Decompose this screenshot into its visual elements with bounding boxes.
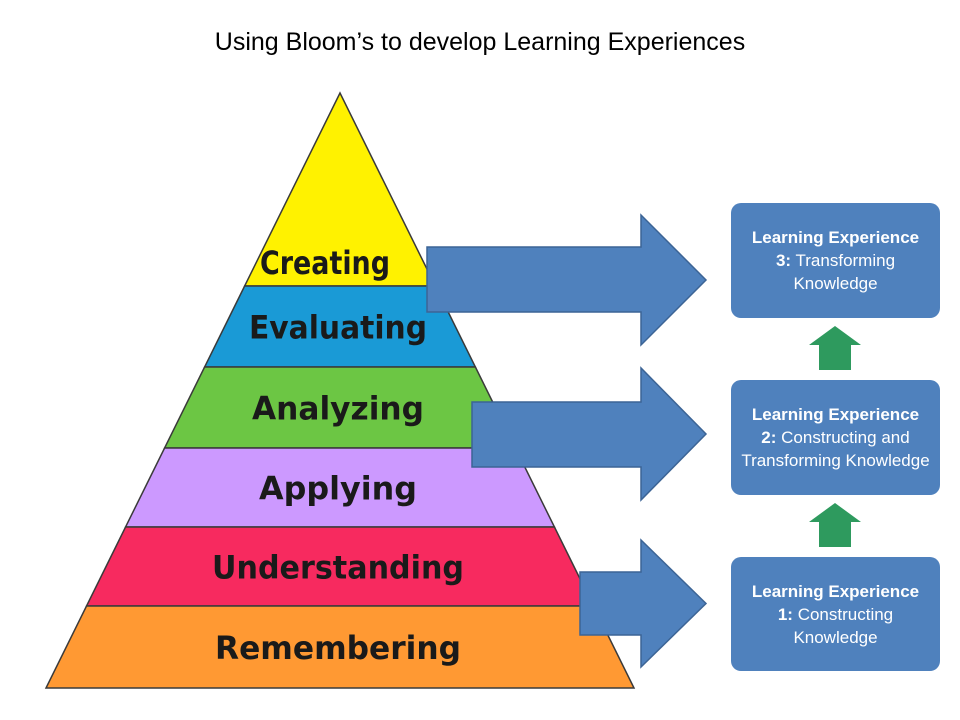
up-arrow-icon <box>809 503 861 547</box>
experience-heading: Learning Experience <box>751 581 920 601</box>
right-arrow-icon <box>426 213 708 347</box>
experience-text: Transforming Knowledge <box>793 251 896 293</box>
experience-heading: Learning Experience <box>751 228 920 247</box>
experience-text: Constructing Knowledge <box>793 604 894 647</box>
pyramid-label: Understanding <box>212 549 464 587</box>
experience-text: Constructing and Transforming Knowledge <box>741 428 930 470</box>
learning-experience-3: Learning Experience 3: Transforming Know… <box>731 203 940 318</box>
pyramid-label: Applying <box>259 470 417 508</box>
pyramid-level-remembering <box>44 605 636 689</box>
bloom-pyramid: CreatingEvaluatingAnalyzingApplyingUnder… <box>44 91 636 689</box>
connector-arrows <box>426 213 861 669</box>
right-arrow-icon <box>579 538 708 669</box>
experience-heading: Learning Experience <box>751 405 920 424</box>
slide-title: Using Bloom’s to develop Learning Experi… <box>214 28 746 56</box>
experience-number: 1: <box>777 604 793 624</box>
pyramid-label: Remembering <box>215 629 461 667</box>
pyramid-label: Creating <box>260 244 390 282</box>
pyramid-label: Evaluating <box>249 309 427 347</box>
up-arrow-icon <box>809 326 861 370</box>
learning-experience-2: Learning Experience 2: Constructing and … <box>731 380 940 495</box>
experience-number: 2: <box>761 428 777 447</box>
pyramid-label: Analyzing <box>252 390 424 428</box>
learning-experience-1: Learning Experience 1: Constructing Know… <box>731 557 940 671</box>
experience-number: 3: <box>775 251 792 270</box>
right-arrow-icon <box>471 366 708 502</box>
